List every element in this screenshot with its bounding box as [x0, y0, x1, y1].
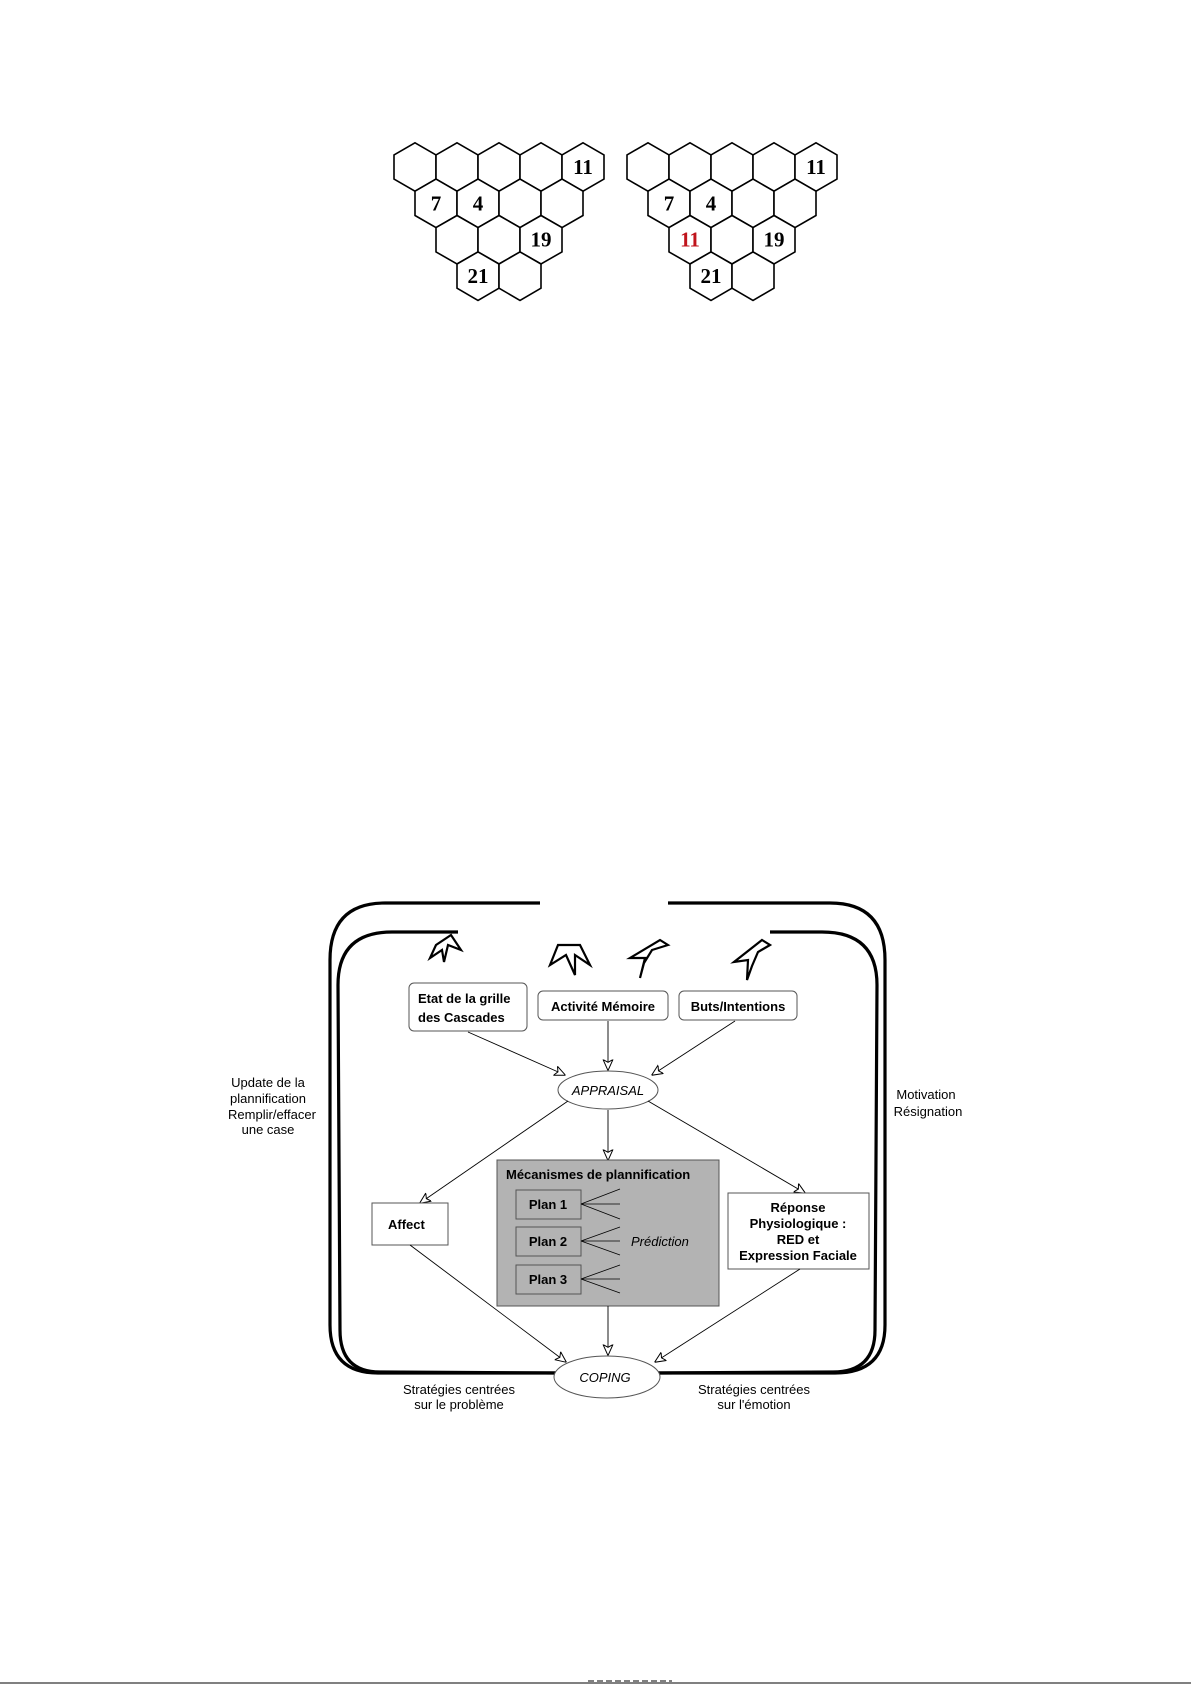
- hex-cell-number: 7: [431, 191, 442, 215]
- plan-2-label: Plan 2: [529, 1234, 567, 1249]
- left-feedback-loop-outer: [328, 901, 563, 1375]
- plan-1-label: Plan 1: [529, 1197, 567, 1212]
- reponse-label-line4: Expression Faciale: [739, 1248, 857, 1263]
- etat-grille-box: [408, 982, 528, 1032]
- hex-cell-number: 19: [531, 228, 552, 252]
- hex-cell: [498, 250, 542, 302]
- hex-cell-number: 4: [473, 191, 484, 215]
- reponse-label-line1: Réponse: [771, 1200, 826, 1215]
- plan-2-box: [515, 1226, 582, 1257]
- feedback-arrow-buts: [730, 938, 773, 981]
- hex-cell-number: 19: [764, 228, 785, 252]
- bottom-left-label-line1: Stratégies centrées: [403, 1382, 516, 1397]
- edge-appraisal-affect: [420, 1100, 569, 1203]
- right-feedback-loop-outer: [652, 901, 887, 1375]
- reponse-label-line3: RED et: [777, 1232, 820, 1247]
- left-label-line2: plannification: [230, 1091, 306, 1106]
- etat-grille-label-line1: Etat de la grille: [418, 991, 510, 1006]
- reponse-label-line2: Physiologique :: [750, 1216, 847, 1231]
- prediction-label: Prédiction: [631, 1234, 689, 1249]
- edge-affect-coping: [409, 1244, 566, 1362]
- bottom-right-label-line2: sur l'émotion: [717, 1397, 790, 1412]
- feedback-arrow-etat: [427, 933, 464, 963]
- hex-cell-number: 11: [806, 155, 826, 179]
- hex-cell-number: 4: [706, 191, 717, 215]
- plan-3-label: Plan 3: [529, 1272, 567, 1287]
- prediction-branches: [580, 1188, 621, 1294]
- edge-etat-appraisal: [467, 1031, 565, 1075]
- activite-memoire-label: Activité Mémoire: [551, 999, 655, 1014]
- appraisal-diagram: Etat de la grille des Cascades Activité …: [228, 901, 963, 1412]
- edge-buts-appraisal: [652, 1020, 736, 1075]
- affect-box: [371, 1202, 449, 1246]
- feedback-arrow-memoire-right: [626, 938, 671, 979]
- reponse-physiologique-box: [727, 1192, 870, 1270]
- etat-grille-label-line2: des Cascades: [418, 1010, 505, 1025]
- plan-3-box: [515, 1264, 582, 1295]
- hex-cell-number: 11: [573, 155, 593, 179]
- coping-label: COPING: [579, 1370, 630, 1385]
- right-label-line1: Motivation: [896, 1087, 955, 1102]
- hex-cell-number: 21: [701, 264, 722, 288]
- buts-intentions-label: Buts/Intentions: [691, 999, 786, 1014]
- left-feedback-loop-inner: [336, 930, 564, 1375]
- left-label-line1: Update de la: [231, 1075, 305, 1090]
- right-feedback-loop-inner: [651, 930, 879, 1375]
- planning-mechanisms-title: Mécanismes de plannification: [506, 1167, 690, 1182]
- plan-1-box: [515, 1189, 582, 1220]
- hex-cell-number: 21: [468, 264, 489, 288]
- affect-label: Affect: [388, 1217, 426, 1232]
- bottom-left-label-line2: sur le problème: [414, 1397, 504, 1412]
- feedback-arrow-memoire-left: [547, 943, 593, 976]
- left-label-line3: Remplir/effacer: [228, 1107, 317, 1122]
- bottom-right-label-line1: Stratégies centrées: [698, 1382, 811, 1397]
- hex-puzzle-before: 11 7 4 19 21: [393, 141, 605, 302]
- activite-memoire-box: [537, 990, 669, 1021]
- coping-node: [553, 1355, 661, 1399]
- hex-cell-number-highlighted: 11: [680, 228, 700, 252]
- right-label-line2: Résignation: [894, 1104, 963, 1119]
- edge-appraisal-reponse: [647, 1100, 805, 1193]
- left-label-line4: une case: [242, 1122, 295, 1137]
- edge-reponse-coping: [655, 1268, 801, 1362]
- buts-intentions-box: [678, 990, 798, 1021]
- appraisal-label: APPRAISAL: [571, 1083, 644, 1098]
- hex-cell-number: 7: [664, 191, 675, 215]
- hex-cell: [731, 250, 775, 302]
- appraisal-node: [557, 1070, 659, 1110]
